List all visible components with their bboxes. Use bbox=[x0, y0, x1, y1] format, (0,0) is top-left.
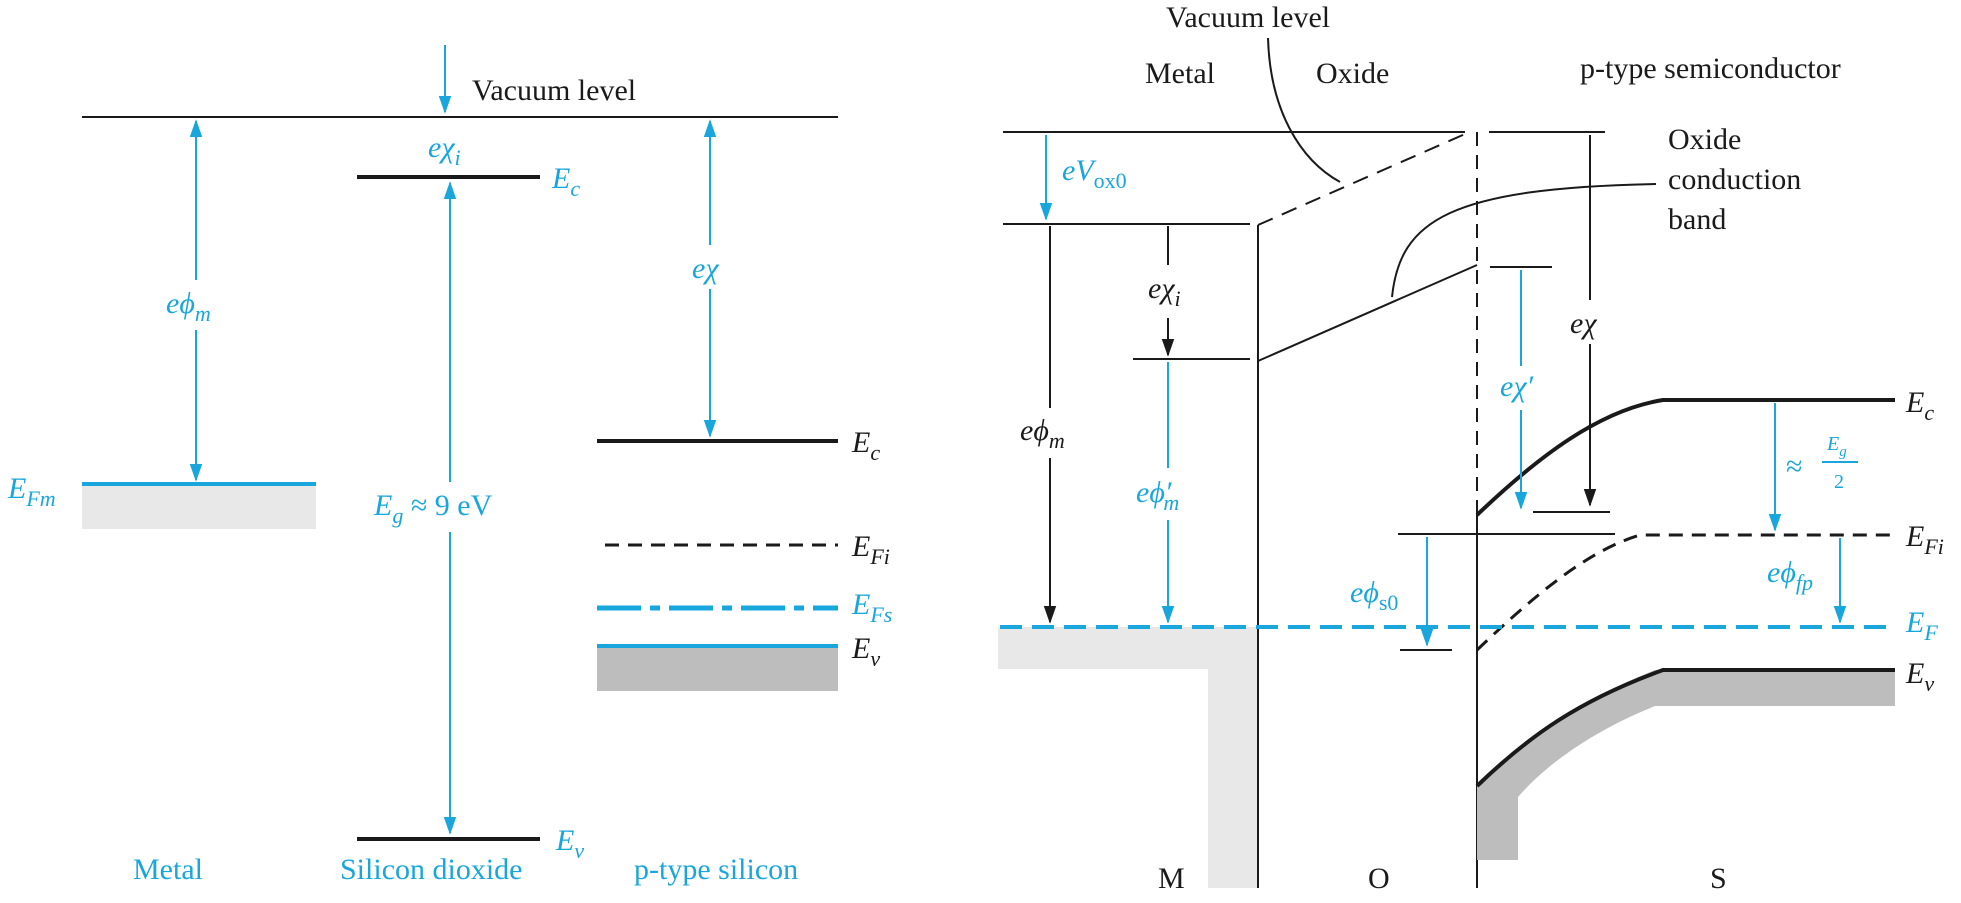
right-vacuum-level-label: Vacuum level bbox=[1166, 1, 1330, 34]
region-s-label: S bbox=[1710, 862, 1727, 895]
e-chi-label: eχ bbox=[1570, 307, 1597, 340]
ev-label: Ev bbox=[1905, 657, 1934, 696]
eg-label: Eg ≈ 9 eV bbox=[373, 489, 493, 528]
si-efs-label: EFs bbox=[851, 588, 892, 627]
metal-label: Metal bbox=[133, 853, 203, 886]
e-chi-i-label: eχi bbox=[428, 131, 461, 170]
e-phi-m-label: eϕm bbox=[1020, 414, 1065, 453]
si-ev-label: Ev bbox=[851, 632, 880, 671]
metal-filled-region bbox=[998, 627, 1258, 888]
left-vacuum-level-label: Vacuum level bbox=[472, 74, 636, 107]
vacuum-level-leader bbox=[1267, 37, 1341, 183]
half-gap-denominator: 2 bbox=[1834, 471, 1844, 493]
semiconductor-header: p-type semiconductor bbox=[1580, 52, 1841, 85]
si-ec-label: Ec bbox=[851, 426, 880, 465]
si-valence-band-fill bbox=[597, 646, 838, 691]
region-m-label: M bbox=[1158, 862, 1185, 895]
efi-label: EFi bbox=[1905, 520, 1944, 559]
oxide-header: Oxide bbox=[1316, 57, 1389, 90]
half-gap-numerator: Eg bbox=[1826, 433, 1847, 460]
silicon-dioxide-label: Silicon dioxide bbox=[340, 853, 523, 886]
e-chi-i-label: eχi bbox=[1148, 272, 1181, 311]
oxide-ev-label: Ev bbox=[555, 824, 584, 863]
ef-label: EF bbox=[1905, 606, 1938, 645]
p-type-silicon-label: p-type silicon bbox=[634, 853, 798, 886]
e-phi-m-prime-label: eϕ′m bbox=[1136, 476, 1179, 515]
region-o-label: O bbox=[1368, 862, 1390, 895]
si-efi-label: EFi bbox=[851, 530, 890, 569]
left-diagram: Vacuum level EFm eϕm eχi Ec Eg ≈ 9 eV Ev… bbox=[7, 45, 892, 886]
oxide-cb-leader bbox=[1391, 183, 1657, 298]
e-phi-s0-label: eϕs0 bbox=[1350, 576, 1398, 615]
semi-valence-band-fill bbox=[1477, 670, 1895, 860]
metal-filled-states bbox=[82, 484, 316, 529]
semi-valence-band bbox=[1475, 668, 1895, 788]
oxide-conduction-band bbox=[1257, 264, 1478, 362]
semi-intrinsic-fermi-level bbox=[1475, 533, 1895, 652]
efm-label: EFm bbox=[7, 472, 56, 511]
e-chi-prime-label: eχ′ bbox=[1500, 370, 1534, 403]
metal-header: Metal bbox=[1145, 57, 1215, 90]
oxide-ec-label: Ec bbox=[551, 162, 580, 201]
e-chi-label: eχ bbox=[692, 252, 719, 285]
e-phi-m-label: eϕm bbox=[166, 287, 211, 326]
ec-label: Ec bbox=[1905, 386, 1934, 425]
approx-label: ≈ bbox=[1786, 450, 1802, 483]
right-diagram: Vacuum level Metal Oxide p-type semicond… bbox=[998, 1, 1944, 895]
vacuum-level-dashed-oxide bbox=[1257, 133, 1466, 226]
e-v-ox0-label: eVox0 bbox=[1062, 154, 1127, 193]
e-phi-fp-label: eϕfp bbox=[1767, 556, 1813, 595]
semi-conduction-band bbox=[1475, 398, 1895, 517]
